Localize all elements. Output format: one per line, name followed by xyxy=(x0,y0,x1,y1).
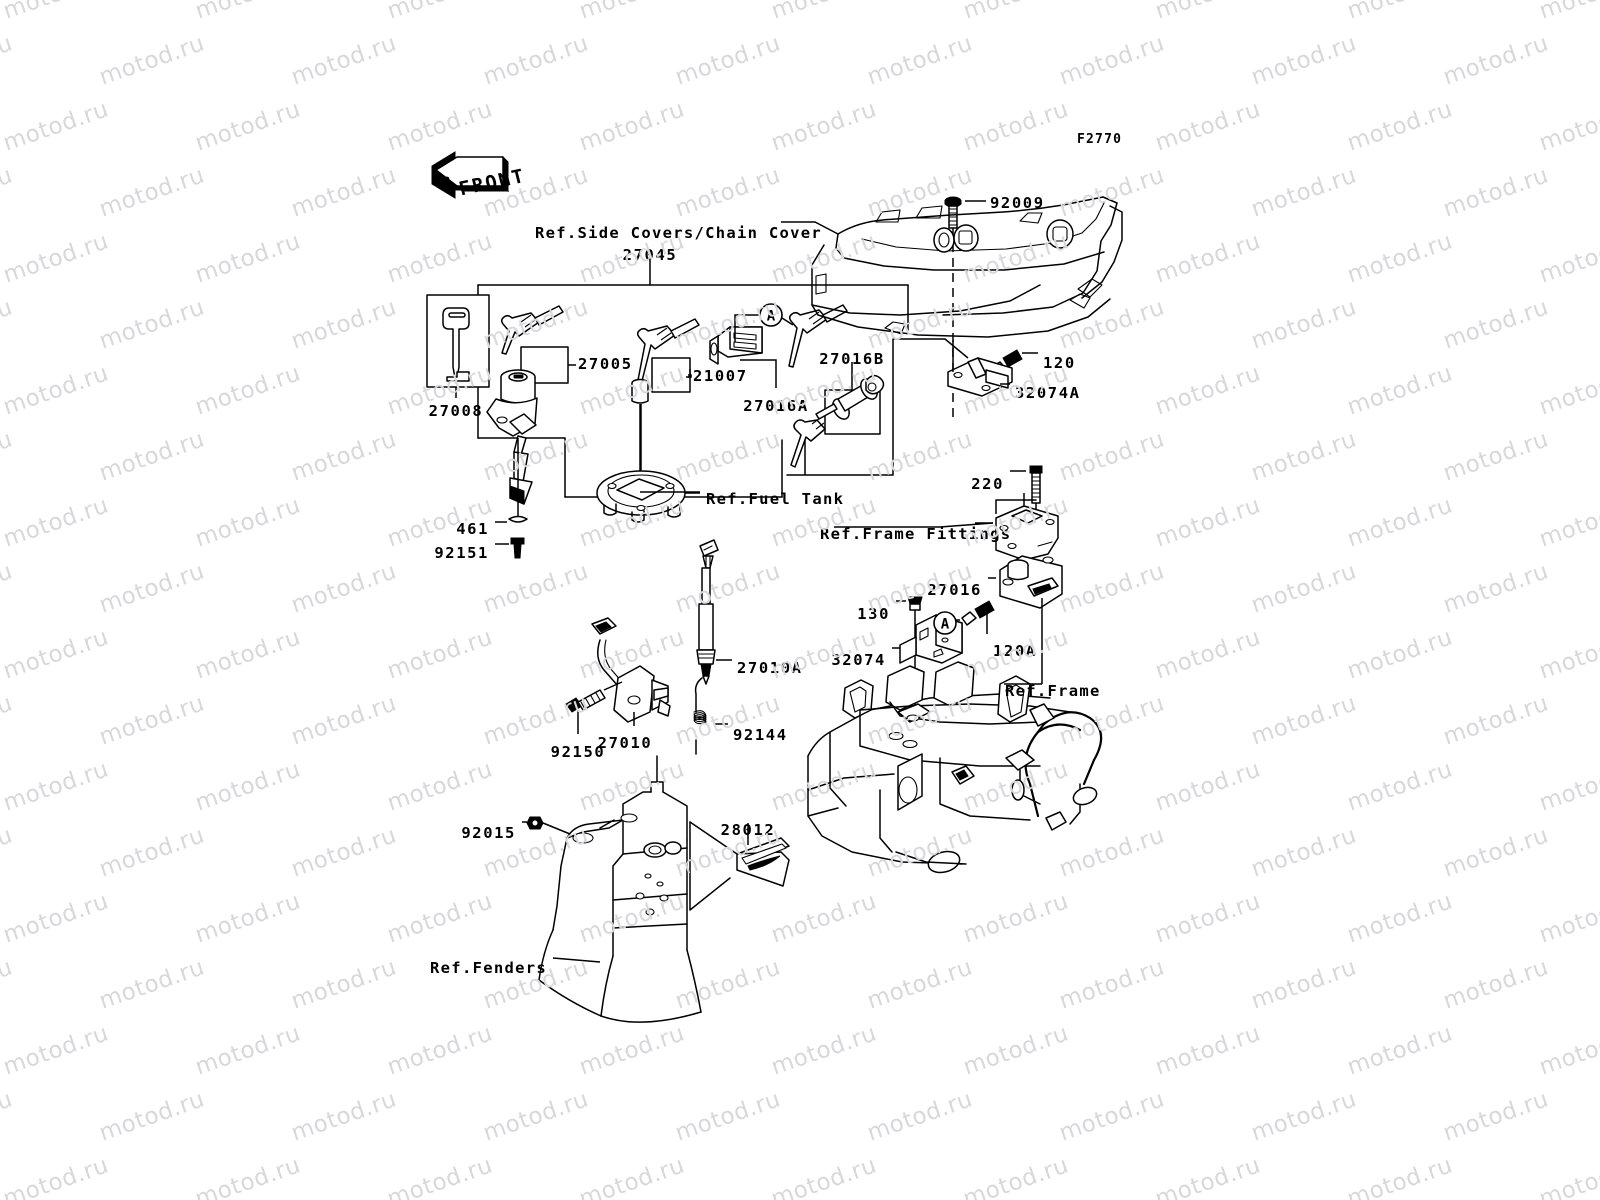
washer-461 xyxy=(495,515,528,523)
label-p-32074: 32074 xyxy=(831,651,886,669)
rear-fender xyxy=(538,755,702,1023)
nut-92015 xyxy=(522,816,571,835)
label-p-92150: 92150 xyxy=(550,743,606,761)
label-p-220: 220 xyxy=(971,475,1004,493)
screw-220 xyxy=(1010,465,1043,520)
rotor-21007 xyxy=(631,318,700,478)
ignition-switch-27005 xyxy=(486,305,576,518)
label-p-461: 461 xyxy=(456,520,489,538)
label-p-130: 130 xyxy=(857,605,890,623)
front-arrow-icon xyxy=(431,151,510,199)
ref-frame-fittings-bracket xyxy=(975,493,1059,561)
label-p-27010: 27010 xyxy=(597,734,653,752)
bolt-92151 xyxy=(495,537,525,559)
spring-92144 xyxy=(693,677,728,755)
lock-connector-27016A xyxy=(709,304,848,388)
label-p-120A: 120A xyxy=(993,642,1037,660)
label-p-27010A: 27010A xyxy=(737,659,803,677)
side-cover-27045 xyxy=(811,196,1123,338)
bolt-92150 xyxy=(565,681,623,734)
key-blank-27008 xyxy=(426,294,490,398)
label-p-27005: 27005 xyxy=(578,355,633,373)
reflector-28012 xyxy=(689,821,790,911)
label-ref-frame-fit: Ref.Frame Fittings xyxy=(820,525,1012,543)
switch-27010 xyxy=(591,617,671,726)
label-p-21007: 21007 xyxy=(693,367,748,385)
label-p-27016: 27016 xyxy=(927,581,982,599)
screw-92009 xyxy=(944,196,986,420)
label-p-92015: 92015 xyxy=(461,824,516,842)
bracket-32074 xyxy=(892,614,963,664)
label-p-32074A: 32074A xyxy=(1015,384,1081,402)
label-ref-side-covers: Ref.Side Covers/Chain Cover xyxy=(535,224,823,242)
label-ref-fuel-tank: Ref.Fuel Tank xyxy=(706,490,845,508)
lock-assembly-27016 xyxy=(988,555,1063,680)
label-sheet-code: F2770 xyxy=(1077,132,1123,147)
label-ref-fenders: Ref.Fenders xyxy=(430,959,547,977)
bracket-32074A xyxy=(893,338,1013,397)
label-p-92144: 92144 xyxy=(733,726,788,744)
label-p-92009: 92009 xyxy=(990,194,1045,212)
switch-sensor-27010A xyxy=(696,539,732,685)
label-p-27016A: 27016A xyxy=(743,397,809,415)
label-p-120: 120 xyxy=(1043,354,1076,372)
lock-assembly-27016B xyxy=(790,362,885,475)
label-p-27008: 27008 xyxy=(428,402,484,420)
fuel-tank-cap xyxy=(596,404,700,523)
motorcycle-frame xyxy=(807,661,1103,874)
label-p-92151: 92151 xyxy=(434,544,489,562)
label-ref-frame: Ref.Frame xyxy=(1005,682,1101,700)
label-p-27045: 27045 xyxy=(622,246,678,264)
label-p-27016B: 27016B xyxy=(819,350,885,368)
label-p-28012: 28012 xyxy=(720,821,776,839)
